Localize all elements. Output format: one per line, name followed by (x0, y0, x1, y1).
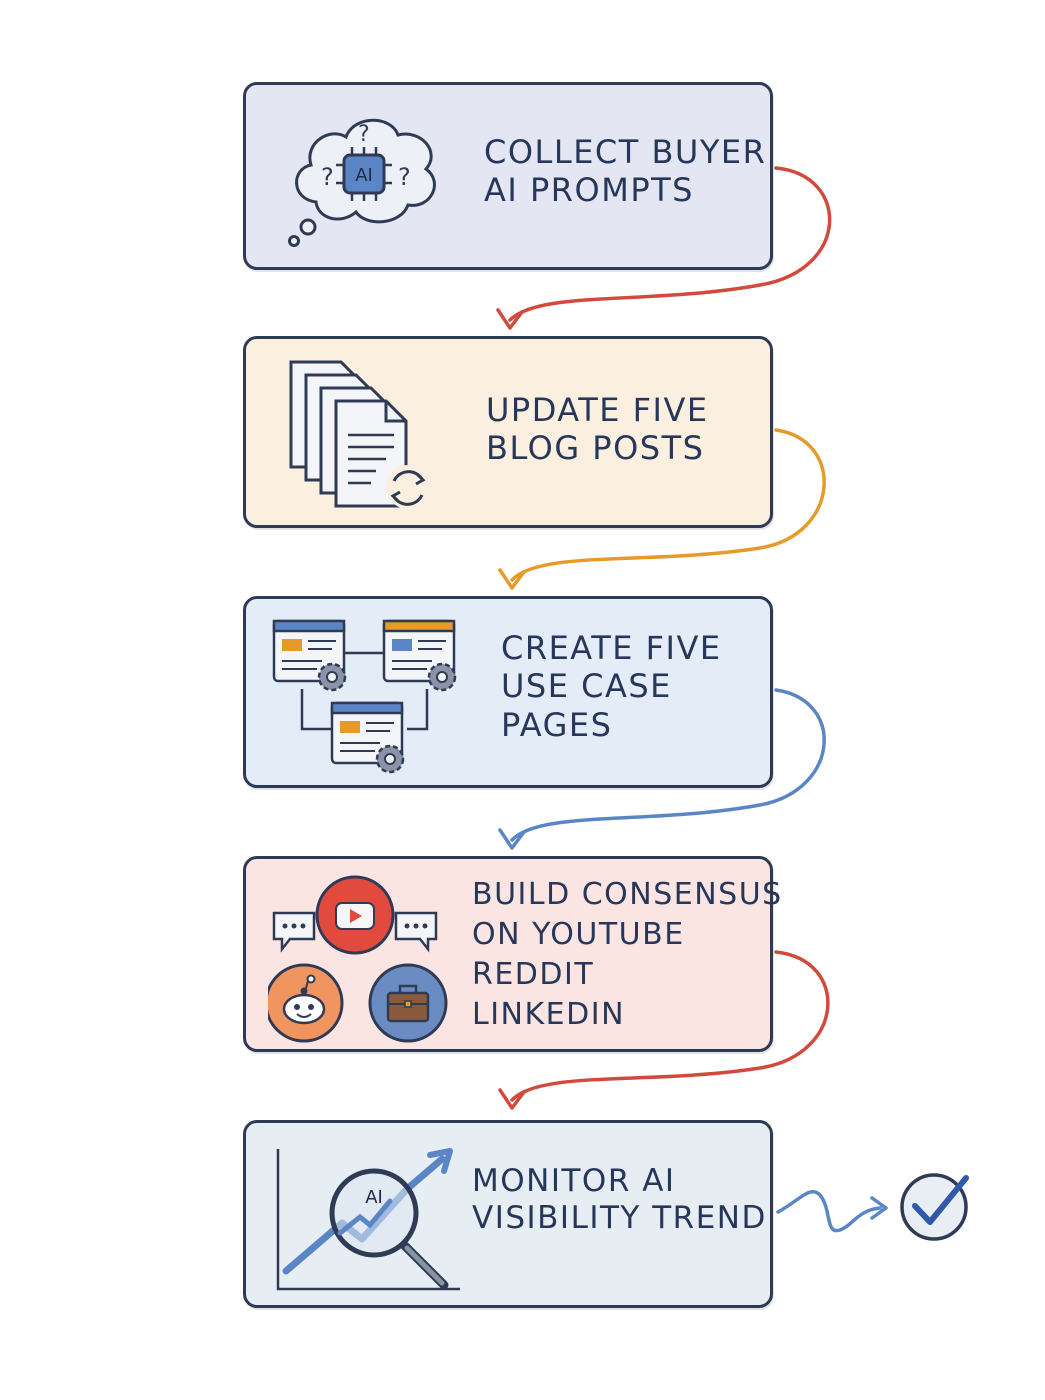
step-build-consensus: Build Consensus on YouTube Reddit Linked… (243, 856, 781, 1052)
svg-text:?: ? (398, 163, 411, 191)
arrowhead-2 (498, 568, 526, 590)
connector-arrow-4 (510, 950, 830, 1102)
ai-trend-magnifier-icon: AI (272, 1141, 472, 1305)
step-update-blog-posts: Update Five Blog Posts (243, 336, 773, 528)
svg-text:?: ? (321, 163, 334, 191)
step-label: Create Five Use Case Pages (501, 629, 722, 744)
step-label: Collect Buyer AI Prompts (484, 133, 767, 210)
connector-arrow-1 (508, 166, 832, 322)
connector-arrow-3 (510, 688, 826, 842)
step-label: Build Consensus on YouTube Reddit Linked… (472, 877, 783, 1032)
arrowhead-1 (496, 308, 524, 330)
ai-thought-cloud-icon: AI ? ? ? (286, 107, 446, 251)
arrowhead-4 (498, 1088, 526, 1110)
connector-arrow-2 (510, 428, 826, 582)
step-label: Update Five Blog Posts (486, 391, 709, 468)
step-monitor-visibility: AI Monitor AI Visibility Trend (243, 1120, 773, 1308)
ai-chip-text: AI (355, 165, 373, 186)
check-circle-icon (900, 1173, 969, 1241)
ai-lens-text: AI (365, 1187, 383, 1208)
social-platforms-icon (264, 873, 458, 1047)
arrowhead-3 (498, 828, 526, 850)
web-pages-gears-icon (272, 617, 472, 781)
svg-text:?: ? (358, 122, 370, 147)
step-label: Monitor AI Visibility Trend (472, 1163, 767, 1237)
connector-arrow-final (776, 1190, 882, 1233)
arrowhead-final (870, 1196, 888, 1220)
step-create-use-case-pages: Create Five Use Case Pages (243, 596, 773, 788)
document-stack-refresh-icon (286, 357, 436, 521)
step-collect-prompts: AI ? ? ? Collect Buyer AI Prompts (243, 82, 773, 270)
